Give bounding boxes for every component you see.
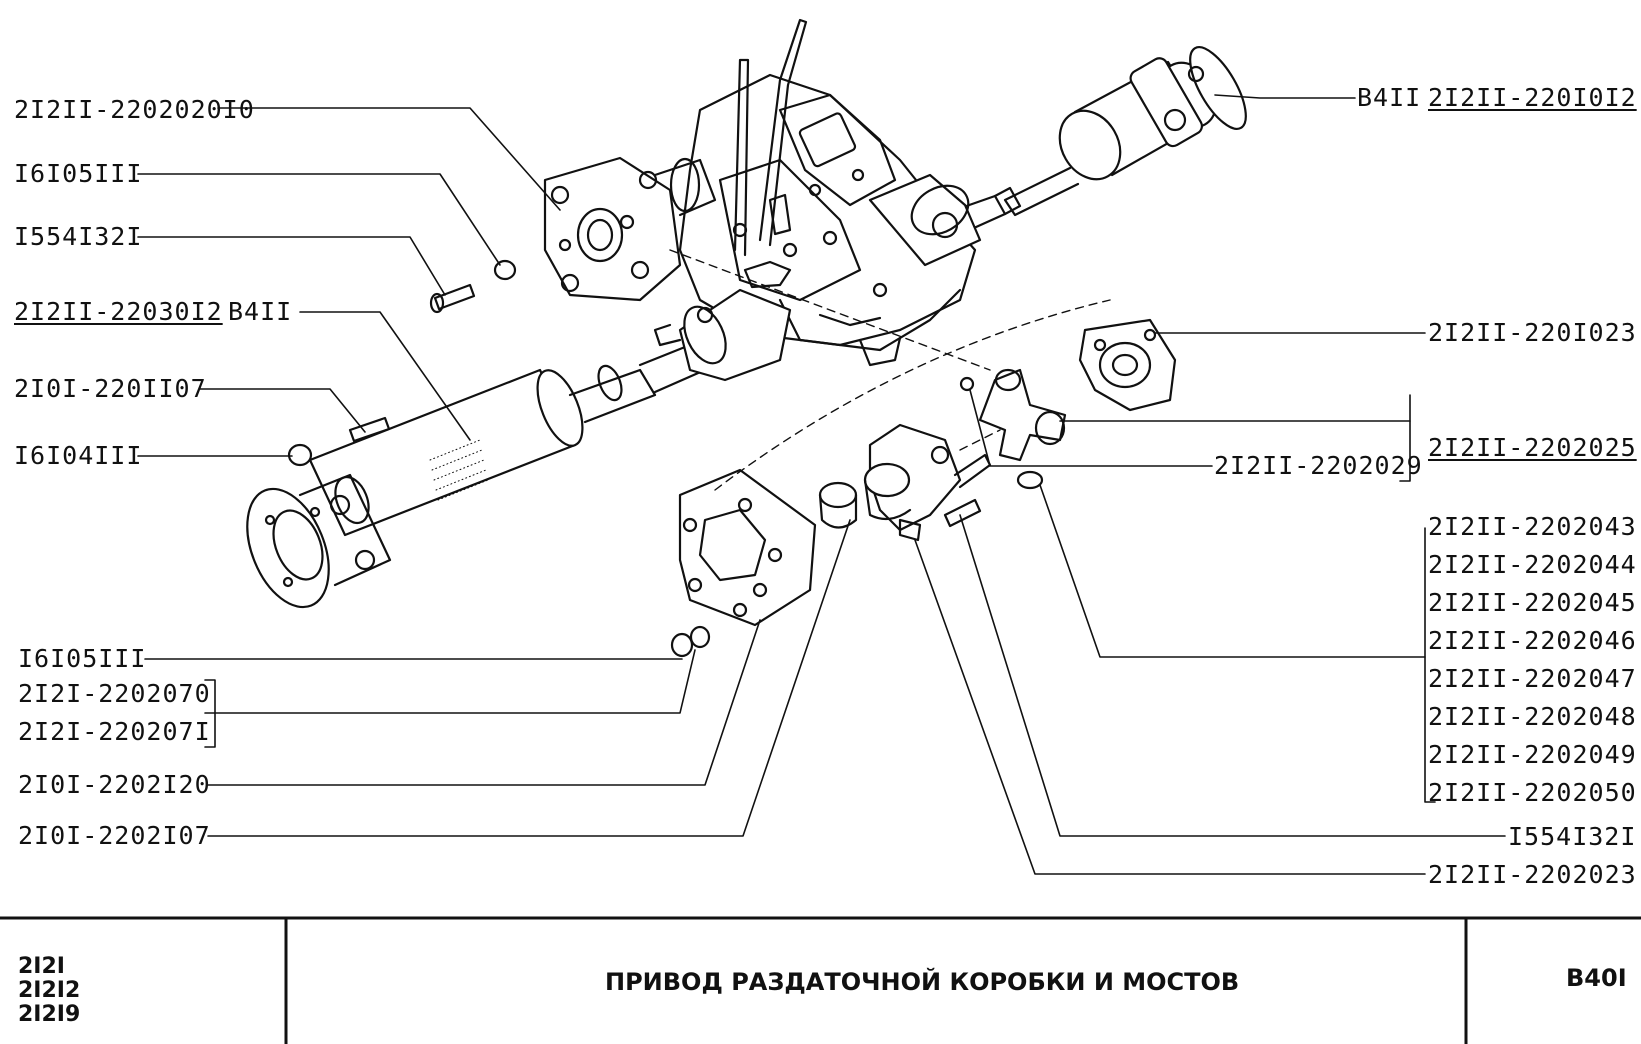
label-spider-kit: 2I2II-2202025: [1428, 433, 1637, 462]
model-code: 2I2I2: [18, 978, 81, 1003]
label-front-shaft: 2I2II-22030I2: [14, 297, 223, 326]
spider-cross: [978, 368, 1067, 462]
label-washer-2: 2I2I-220207I: [18, 717, 211, 746]
label-group-item: 2I2II-2202049: [1428, 740, 1637, 769]
label-coupling: 2I2II-2202020I0: [14, 95, 255, 124]
label-yoke: 2I2II-2202023: [1428, 860, 1637, 889]
label-group-item: 2I2II-2202044: [1428, 550, 1637, 579]
label-ring: 2I0I-2202I07: [18, 821, 211, 850]
label-nut-2: I6I04III: [14, 441, 143, 470]
model-code: 2I2I9: [18, 1002, 81, 1027]
sheet-number: B40I: [1566, 964, 1627, 992]
label-nut-3: I6I05III: [18, 644, 147, 673]
label-nut-1: I6I05III: [14, 159, 143, 188]
label-group-item: 2I2II-2202050: [1428, 778, 1637, 807]
flange-yoke: [1078, 318, 1177, 412]
centering-ring: [818, 481, 858, 529]
label-rear-shaft: 2I2II-220I0I2: [1428, 83, 1637, 112]
label-group-item: 2I2II-2202047: [1428, 664, 1637, 693]
label-bolt-1: I554I32I: [14, 222, 143, 251]
label-flange: 2I0I-2202I20: [18, 770, 211, 799]
label-spider: 2I2II-2202029: [1214, 451, 1423, 480]
drawing-title: ПРИВОД РАЗДАТОЧНОЙ КОРОБКИ И МОСТОВ: [605, 968, 1240, 996]
rear-propeller-shaft: [953, 46, 1247, 234]
front-propeller-shaft: [246, 288, 792, 609]
label-bolt-3: I554I32I: [1508, 822, 1637, 851]
model-code: 2I2I: [18, 954, 65, 979]
label-bolt-2: 2I0I-220II07: [14, 374, 207, 403]
label-group-item: 2I2II-2202048: [1428, 702, 1637, 731]
label-group-item: 2I2II-2202045: [1428, 588, 1637, 617]
front-axle-flange: [678, 468, 817, 627]
elastic-coupling: [543, 156, 717, 302]
label-rear-shaft-ref: B4II: [1357, 83, 1422, 112]
axle-yoke: [863, 423, 992, 542]
label-front-shaft-ref: B4II: [228, 297, 293, 326]
transfer-case: [678, 18, 982, 367]
label-group-item: 2I2II-2202046: [1428, 626, 1637, 655]
label-group-item: 2I2II-2202043: [1428, 512, 1637, 541]
label-washer-1: 2I2I-2202070: [18, 679, 211, 708]
label-flange-yoke: 2I2II-220I023: [1428, 318, 1637, 347]
